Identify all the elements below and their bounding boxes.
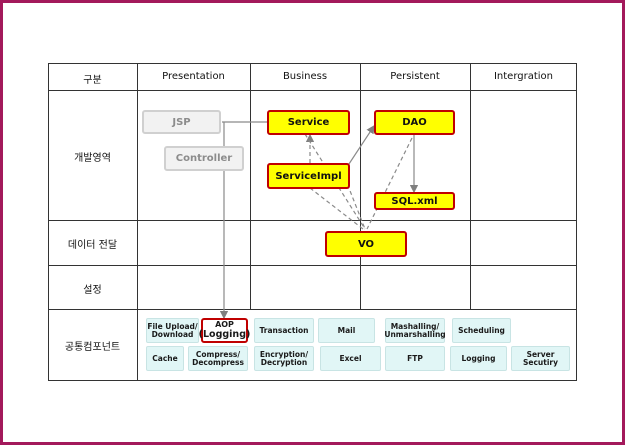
aop-logging-label: (Logging) (198, 328, 251, 340)
controller-node: Controller (164, 146, 244, 171)
jsp-node: JSP (142, 110, 221, 134)
row-label-development: 개발영역 (74, 153, 111, 164)
mashalling-label-2: Unmarshalling (384, 329, 446, 339)
serviceimpl-node: ServiceImpl (267, 163, 350, 189)
row-label-settings: 설정 (83, 285, 102, 296)
mashalling-label-1: Mashalling/ (390, 321, 440, 331)
transaction-component: Transaction (254, 318, 314, 343)
header-persistent: Persistent (390, 71, 440, 82)
header-business: Business (282, 71, 328, 82)
header-category: 구분 (83, 75, 102, 86)
logging-component: Logging (450, 346, 507, 371)
compress-label-1: Compress/ (195, 349, 241, 359)
excel-component: Excel (320, 346, 381, 371)
aop-label: AOP (215, 320, 234, 330)
file-upload-label-1: File Upload/ (147, 321, 198, 331)
server-security-label-2: Secutiry (522, 357, 559, 367)
encryption-component: Encryption/Decryption (254, 346, 314, 371)
header-presentation: Presentation (162, 71, 225, 82)
encryption-label-1: Encryption/ (259, 349, 309, 359)
service-node: Service (267, 110, 350, 135)
vo-node: VO (325, 231, 407, 257)
compress-component: Compress/Decompress (188, 346, 248, 371)
cache-component: Cache (146, 346, 184, 371)
serviceimpl-vo-dashed (309, 187, 364, 230)
row-label-data-transfer: 데이터 전달 (67, 240, 118, 251)
file-upload-component: File Upload/Download (146, 318, 199, 343)
server-security-label-1: Server (526, 349, 555, 359)
ftp-component: FTP (385, 346, 445, 371)
mail-component: Mail (318, 318, 375, 343)
header-integration: Intergration (493, 71, 554, 82)
row-label-common-components: 공통컴포넌트 (64, 342, 121, 353)
aop-component: AOP(Logging) (198, 318, 251, 343)
dao-vo-dashed (366, 137, 413, 230)
compress-label-2: Decompress (192, 357, 244, 367)
scheduling-component: Scheduling (452, 318, 511, 343)
file-upload-label-2: Download (151, 329, 194, 339)
dao-node: DAO (374, 110, 455, 135)
encryption-label-2: Decryption (260, 357, 308, 367)
serviceimpl-dao-arrow (344, 124, 375, 171)
mashalling-component: Mashalling/Unmarshalling (384, 318, 446, 343)
sql-xml-node: SQL.xml (374, 192, 455, 210)
